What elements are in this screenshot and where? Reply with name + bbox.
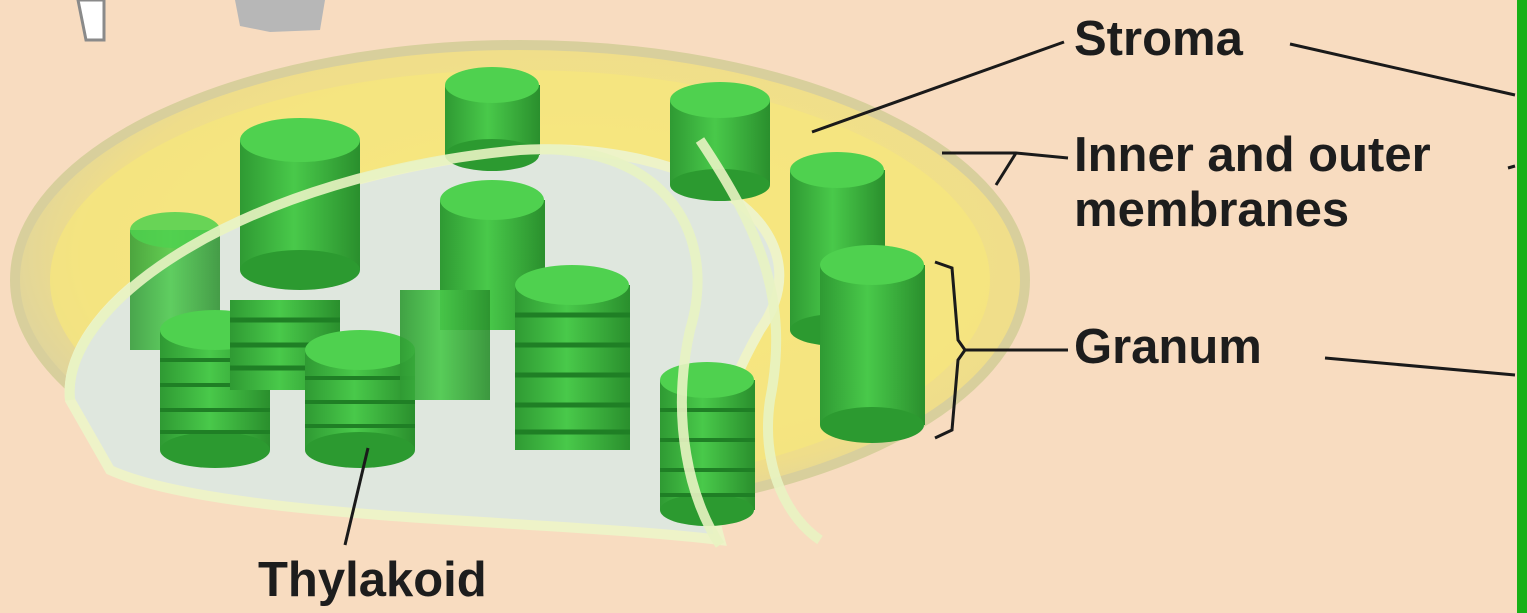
granum-stack [400,290,490,400]
label-membranes-line1: Inner and outer [1074,128,1431,183]
granum-stack [305,330,415,468]
label-thylakoid: Thylakoid [258,553,487,608]
membranes-right-leader [1508,166,1515,168]
granum-stack [670,82,770,201]
granum-stack [240,118,360,290]
pencil-icon [78,0,104,40]
gray-shape-icon [235,0,325,32]
granum-stack [820,245,925,443]
green-frame-edge [1517,0,1527,613]
label-granum: Granum [1074,320,1262,375]
granum-right-leader [1325,358,1515,375]
label-inner-outer-membranes: Inner and outer membranes [1074,128,1431,239]
label-membranes-line2: membranes [1074,183,1431,238]
granum-stack [515,265,630,450]
stroma-leader [812,42,1064,132]
label-stroma: Stroma [1074,12,1243,67]
stroma-right-leader [1290,44,1515,95]
granum-stack [660,362,755,526]
